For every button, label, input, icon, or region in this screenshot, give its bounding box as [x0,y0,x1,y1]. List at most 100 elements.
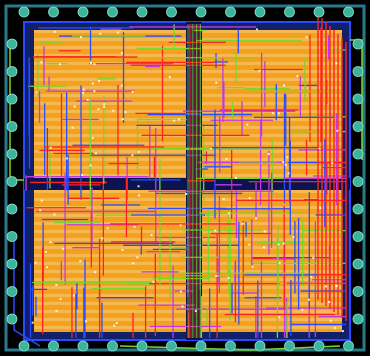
via [241,222,244,225]
cell-row [34,86,186,89]
horizontal-channel [24,178,350,190]
io-pad [6,286,18,297]
via [333,326,336,329]
cell-row [202,318,342,321]
via [59,63,62,66]
via [258,69,261,72]
via [99,32,102,35]
cell-row [34,134,186,137]
via [132,262,135,265]
io-pad [195,340,207,352]
io-pad [136,340,148,352]
cell-row [202,102,342,105]
via [255,217,258,220]
via [277,112,280,115]
cell-row [202,86,342,89]
io-pad [6,66,18,77]
io-pad [77,340,89,352]
via [72,294,75,297]
via [120,52,123,55]
via [263,230,266,233]
io-pad [6,38,18,50]
io-pad [352,231,364,242]
via [292,235,295,238]
via [84,320,87,323]
io-pad [6,176,18,187]
via [278,261,281,264]
via [89,164,92,167]
io-pad [352,121,364,132]
cell-row [202,38,342,41]
via [49,241,52,244]
via [40,199,43,202]
via [185,192,188,195]
via [124,111,127,114]
cell-row [202,270,342,273]
via [62,247,65,250]
cell-row [34,190,186,193]
cell-row [34,270,186,273]
via [246,123,249,126]
via [227,212,230,215]
io-pad [352,38,364,50]
cell-row [34,230,186,233]
via [90,62,93,65]
cell-row [202,302,342,305]
via [34,261,37,264]
via [282,242,285,245]
cell-row [202,54,342,57]
cell-row [202,278,342,281]
via [272,112,275,115]
via [215,274,218,277]
io-pad [313,6,325,18]
io-pad [284,6,295,18]
via [328,300,331,303]
cell-row [34,54,186,57]
io-pad [136,6,148,18]
pad-route [350,39,363,160]
via [91,82,94,85]
via [215,81,218,84]
via [112,109,115,112]
via [137,150,140,153]
via [121,118,124,121]
via [312,256,315,259]
cell-row [202,286,342,289]
via [335,62,338,65]
io-pad [352,176,364,187]
cell-row [34,110,186,113]
via [113,324,116,327]
cell-row [202,310,342,313]
io-pad [352,313,364,325]
pad-ring [4,4,366,352]
io-pad [6,258,18,270]
via [277,243,280,246]
io-pad [254,6,266,18]
via [194,310,197,313]
io-pad [352,203,364,215]
io-pad [343,6,354,18]
via [31,321,34,324]
via [310,275,313,278]
via [86,98,89,101]
via [55,284,58,287]
via [248,243,251,246]
via [235,176,238,179]
cell-row [34,46,186,49]
cell-row [34,278,186,281]
via [263,246,266,249]
cell-row [202,294,342,297]
via [121,248,124,251]
via-markers [31,28,344,333]
via [94,152,97,155]
via [137,185,140,188]
via [284,163,287,166]
io-pad [313,340,325,352]
via [55,309,58,312]
via [81,174,84,177]
via [79,260,82,263]
via [168,75,171,78]
cell-row [202,118,342,121]
via [150,234,153,237]
